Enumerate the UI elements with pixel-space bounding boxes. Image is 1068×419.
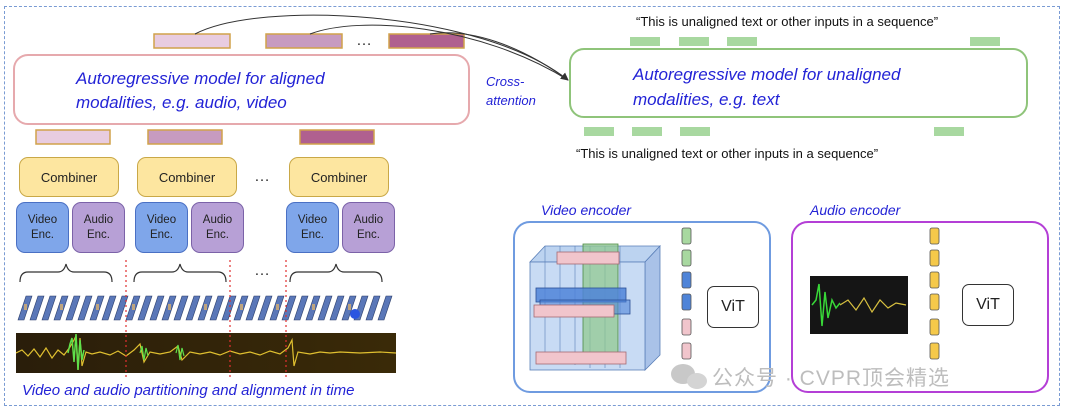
unaligned-output-token-3	[727, 37, 757, 46]
unaligned-text-bottom: “This is unaligned text or other inputs …	[576, 146, 879, 161]
video-encoder-block-3: Video Enc.	[286, 202, 339, 253]
audio-encoder-panel	[791, 221, 1049, 393]
brace-3	[289, 263, 383, 283]
watermark-text: 公众号 · CVPR顶会精选	[712, 367, 951, 390]
aligned-model-title-line2: modalities, e.g. audio, video	[76, 93, 287, 112]
combiner-ellipsis: …	[254, 168, 270, 185]
audio-encoder-title: Audio encoder	[810, 202, 901, 218]
unaligned-output-token-1	[630, 37, 660, 46]
audio-encoder-label-3: Audio Enc.	[353, 213, 384, 241]
cross-attention-arrow-2	[309, 24, 569, 81]
audio-waveform-strip	[15, 333, 397, 373]
video-encoder-label-2: Video Enc.	[146, 213, 177, 241]
unaligned-model-title-line2: modalities, e.g. text	[633, 90, 780, 109]
combiner-box-1: Combiner	[19, 157, 119, 197]
aligned-input-token-3	[299, 129, 375, 145]
combiner-box-2: Combiner	[137, 157, 237, 197]
aligned-output-token-2	[265, 33, 343, 49]
unaligned-input-token-2	[632, 127, 662, 136]
cross-attention-label-line1: Cross-	[486, 74, 525, 89]
partition-caption: Video and audio partitioning and alignme…	[22, 382, 355, 399]
aligned-output-token-3	[388, 33, 465, 49]
unaligned-input-token-4	[934, 127, 964, 136]
audio-spectrogram	[810, 276, 908, 334]
aligned-input-token-2	[147, 129, 223, 145]
frames-ellipsis: …	[254, 262, 270, 279]
video-encoder-block-2: Video Enc.	[135, 202, 188, 253]
cross-attention-arrow-1	[194, 14, 569, 81]
video-encoder-label-1: Video Enc.	[27, 213, 58, 241]
audio-encoder-label-1: Audio Enc.	[83, 213, 114, 241]
cross-attention-arrow-3	[429, 32, 569, 81]
wechat-icon	[671, 364, 707, 389]
video-tubelet-cube	[529, 243, 661, 371]
audio-encoder-block-1: Audio Enc.	[72, 202, 125, 253]
unaligned-output-token-4	[970, 37, 1000, 46]
token-ellipsis: …	[356, 32, 372, 49]
unaligned-input-token-1	[584, 127, 614, 136]
video-encoder-label-3: Video Enc.	[297, 213, 328, 241]
video-token-column	[681, 227, 692, 360]
unaligned-text-top: “This is unaligned text or other inputs …	[636, 14, 939, 29]
audio-token-column	[929, 227, 940, 360]
aligned-output-token-1	[153, 33, 231, 49]
video-frames-strip	[16, 292, 394, 326]
brace-1	[19, 263, 113, 283]
video-encoder-block-1: Video Enc.	[16, 202, 69, 253]
combiner-box-3: Combiner	[289, 157, 389, 197]
aligned-model-box	[13, 54, 470, 125]
aligned-input-token-1	[35, 129, 111, 145]
cross-attention-label-line2: attention	[486, 93, 536, 108]
unaligned-input-token-3	[680, 127, 710, 136]
video-encoder-title: Video encoder	[541, 202, 632, 218]
brace-2	[133, 263, 227, 283]
video-vit-box: ViT	[707, 286, 759, 328]
unaligned-output-token-2	[679, 37, 709, 46]
unaligned-model-box	[569, 48, 1028, 118]
aligned-model-title-line1: Autoregressive model for aligned	[76, 69, 325, 88]
unaligned-model-title-line1: Autoregressive model for unaligned	[633, 65, 901, 84]
audio-encoder-block-2: Audio Enc.	[191, 202, 244, 253]
audio-vit-box: ViT	[962, 284, 1014, 326]
audio-encoder-block-3: Audio Enc.	[342, 202, 395, 253]
audio-encoder-label-2: Audio Enc.	[202, 213, 233, 241]
outer-dashed-frame	[4, 6, 1060, 406]
